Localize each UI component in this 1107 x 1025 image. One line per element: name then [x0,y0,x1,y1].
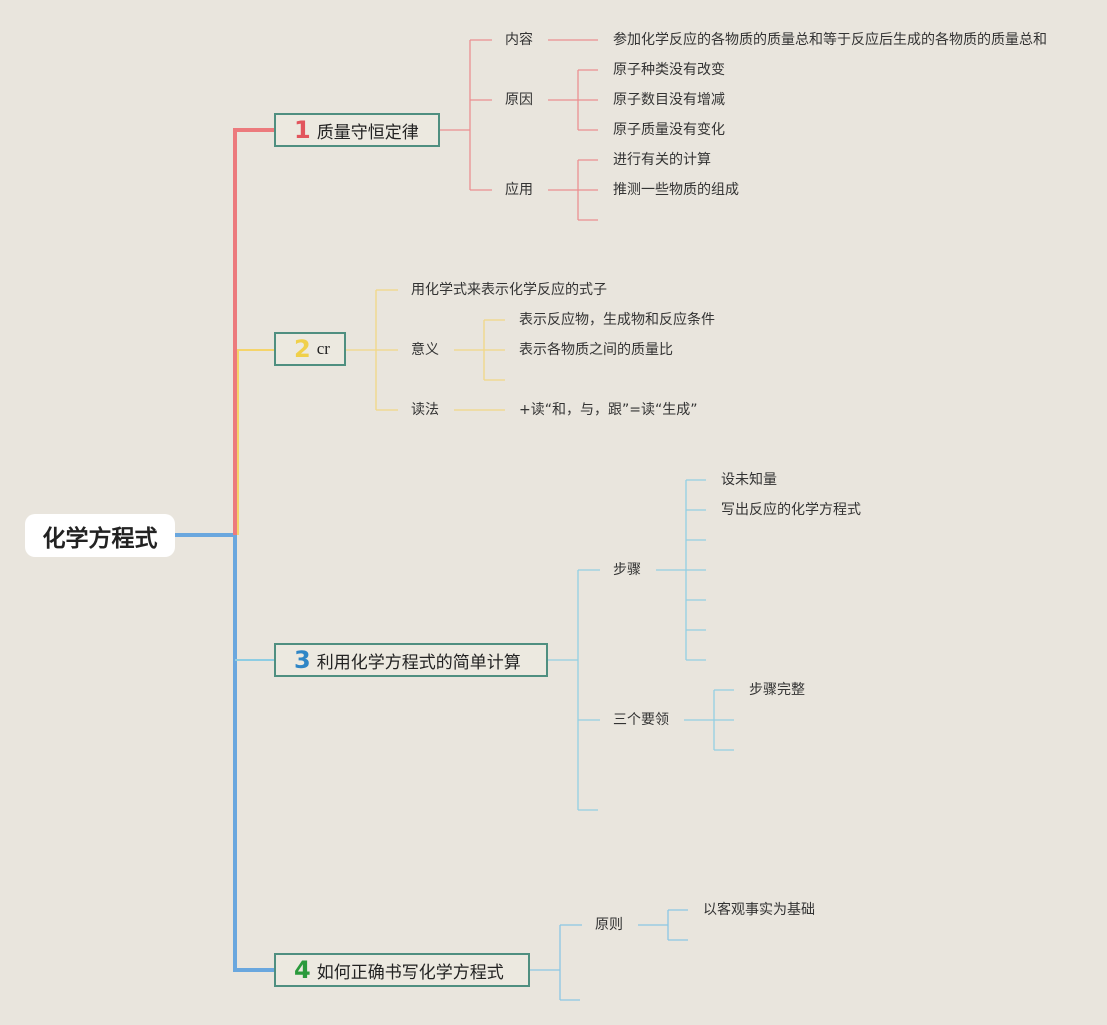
node-definition[interactable]: 用化学式来表示化学反应的式子 [411,282,607,298]
number-4-icon: 4 [294,956,311,984]
node-principle-label[interactable]: 原则 [595,917,623,933]
node-reading-label[interactable]: 读法 [411,402,439,418]
node-content-text[interactable]: 参加化学反应的各物质的质量总和等于反应后生成的各物质的质量总和 [613,32,1047,48]
node-application-1[interactable]: 进行有关的计算 [613,152,711,168]
branch-3-node[interactable]: 3 利用化学方程式的简单计算 [274,643,548,677]
node-meaning-label[interactable]: 意义 [411,342,439,358]
node-application-label[interactable]: 应用 [505,182,533,198]
node-content-label[interactable]: 内容 [505,32,533,48]
node-key-point-1[interactable]: 步骤完整 [749,682,805,698]
number-1-icon: 1 [294,116,311,144]
node-reason-label[interactable]: 原因 [505,92,533,108]
number-2-icon: 2 [294,335,311,363]
node-principle-1[interactable]: 以客观事实为基础 [703,902,815,918]
branch-1-node[interactable]: 1 质量守恒定律 [274,113,440,147]
number-3-icon: 3 [294,646,311,674]
branch-3-label: 利用化学方程式的简单计算 [316,652,521,673]
branch-2-node[interactable]: 2 cr [274,332,346,366]
node-step-2[interactable]: 写出反应的化学方程式 [721,502,861,518]
node-steps-label[interactable]: 步骤 [613,562,641,578]
branch-4-node[interactable]: 4 如何正确书写化学方程式 [274,953,530,987]
node-reason-3[interactable]: 原子质量没有变化 [613,122,725,138]
branch-1-label: 质量守恒定律 [316,122,419,143]
root-label: 化学方程式 [42,525,158,552]
branch-4-label: 如何正确书写化学方程式 [316,962,504,983]
node-step-1[interactable]: 设未知量 [721,472,777,488]
node-key-points-label[interactable]: 三个要领 [613,712,669,728]
node-meaning-1[interactable]: 表示反应物，生成物和反应条件 [519,312,715,328]
node-reason-1[interactable]: 原子种类没有改变 [613,62,725,78]
node-application-2[interactable]: 推测一些物质的组成 [613,182,739,198]
branch-2-label: cr [316,339,330,358]
node-reason-2[interactable]: 原子数目没有增减 [613,92,725,108]
node-meaning-2[interactable]: 表示各物质之间的质量比 [519,342,673,358]
root-node[interactable]: 化学方程式 [25,514,175,557]
node-reading-text[interactable]: +读“和，与，跟”=读“生成” [519,402,698,418]
